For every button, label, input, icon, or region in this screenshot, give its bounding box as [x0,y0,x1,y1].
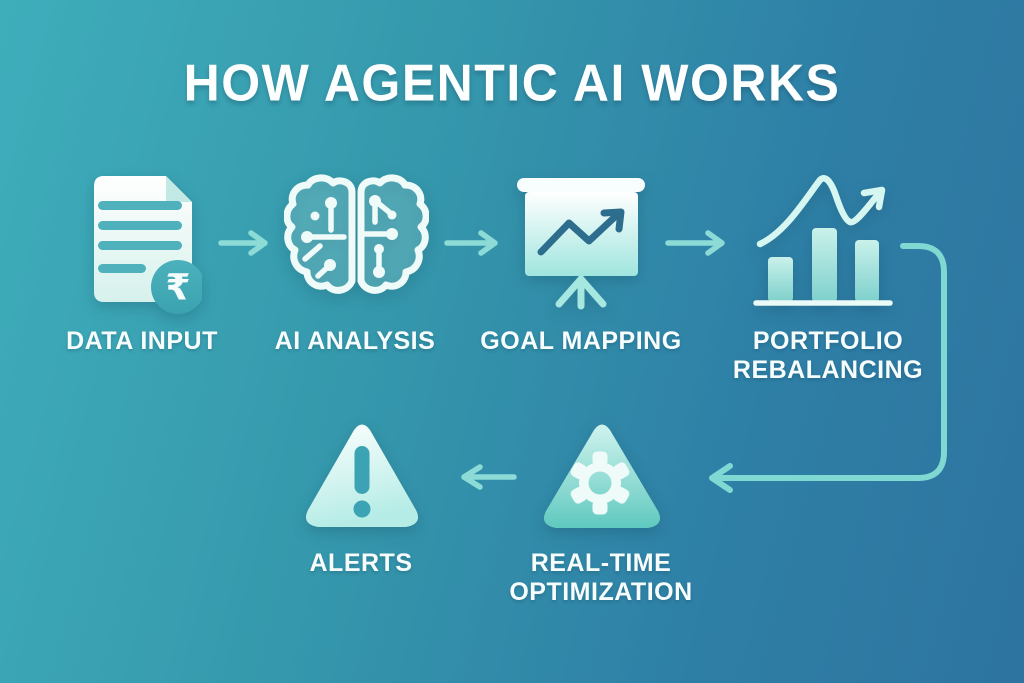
step-label-real-time-optimization: REAL-TIME OPTIMIZATION [509,549,693,606]
gear-center-hole [588,471,612,495]
bar-chart-rising-icon [753,175,893,306]
step-label-ai-analysis: AI ANALYSIS [274,327,436,355]
presentation-growth-chart-icon [517,178,645,310]
flow-arrow-data-to-analysis [218,230,268,256]
brain-circuit-nodes [301,195,398,278]
board-top-bar [517,178,645,192]
flow-connector-loop [709,243,947,493]
step-label-goal-mapping: GOAL MAPPING [480,327,682,355]
gear-triangle-icon [543,424,661,528]
growth-zigzag-arrow [537,208,625,256]
chart-bars [768,228,879,302]
folded-corner [166,176,192,202]
flow-arrow-optimization-to-alerts [461,464,517,490]
exclamation-mark [353,446,371,518]
brain-circuit-lines [302,200,392,279]
brain-circuit-icon [284,174,429,294]
step-label-alerts: ALERTS [309,549,413,577]
board-stand [555,275,607,310]
page-title: HOW AGENTIC AI WORKS [183,53,841,113]
document-text-lines [98,201,182,273]
warning-triangle-icon [305,424,419,527]
rupee-symbol: ₹ [165,268,190,309]
trend-curve-arrow [756,175,886,248]
step-label-portfolio-rebalancing: PORTFOLIO REBALANCING [732,327,924,384]
step-label-data-input: DATA INPUT [66,327,218,355]
flow-arrow-analysis-to-goal [444,230,498,256]
flow-arrow-goal-to-portfolio [665,230,725,256]
document-rupee-icon: ₹ [94,176,202,314]
rupee-coin [151,260,202,314]
